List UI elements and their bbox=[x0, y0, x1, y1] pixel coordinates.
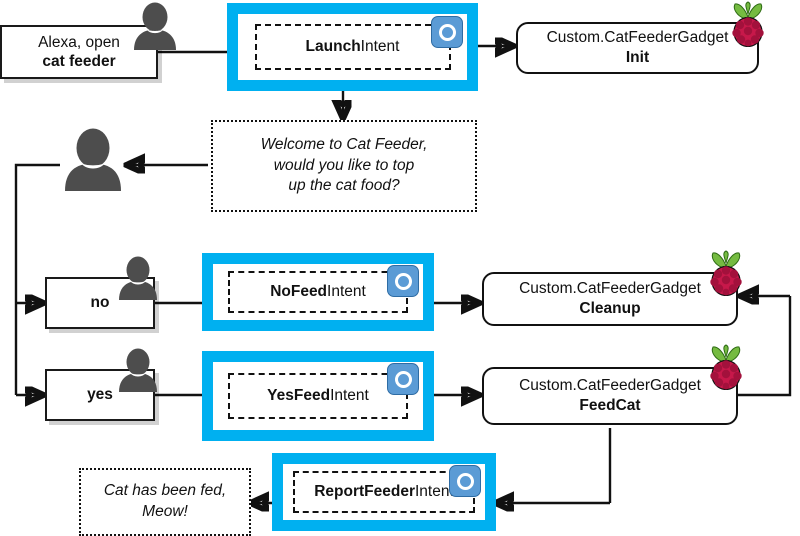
alexa-icon bbox=[449, 465, 481, 497]
reportfeeder-intent-name: ReportFeeder bbox=[314, 483, 415, 500]
response-cat-fed: Cat has been fed, Meow! bbox=[79, 468, 251, 536]
launch-intent-box[interactable]: Launch Intent bbox=[254, 24, 451, 70]
raspberry-pi-icon bbox=[704, 344, 748, 391]
launch-intent-name: Launch bbox=[305, 38, 361, 55]
gadget-feedcat-line2: FeedCat bbox=[579, 397, 641, 414]
response-welcome-line2: would you like to top bbox=[273, 156, 415, 174]
utterance-open-line1: Alexa, open bbox=[38, 33, 120, 51]
utterance-open-cat-feeder: Alexa, open cat feeder bbox=[0, 25, 158, 79]
person-icon-listener bbox=[58, 127, 128, 191]
launch-intent-highlight[interactable]: Launch Intent bbox=[227, 3, 478, 91]
alexa-icon bbox=[387, 363, 419, 395]
person-icon bbox=[129, 2, 181, 50]
response-welcome-line3: up the cat food? bbox=[288, 177, 400, 195]
person-icon-yes bbox=[114, 348, 162, 392]
reportfeeder-intent-highlight[interactable]: ReportFeeder Intent bbox=[272, 453, 496, 531]
alexa-icon bbox=[387, 265, 419, 297]
response-welcome: Welcome to Cat Feeder, would you like to… bbox=[211, 120, 477, 212]
alexa-icon bbox=[431, 16, 463, 48]
nofeed-intent-highlight[interactable]: NoFeed Intent bbox=[202, 253, 434, 331]
raspberry-pi-icon bbox=[726, 1, 770, 48]
yesfeed-intent-name: YesFeed bbox=[267, 387, 331, 404]
nofeed-intent-name: NoFeed bbox=[270, 283, 328, 300]
gadget-init-line1: Custom.CatFeederGadget bbox=[546, 28, 729, 46]
yesfeed-intent-suffix: Intent bbox=[330, 387, 369, 404]
response-fed-line1: Cat has been fed, bbox=[103, 482, 227, 500]
yesfeed-intent-highlight[interactable]: YesFeed Intent bbox=[202, 351, 434, 441]
reportfeeder-intent-box[interactable]: ReportFeeder Intent bbox=[293, 471, 475, 513]
response-fed-line2: Meow! bbox=[142, 503, 188, 520]
nofeed-intent-suffix: Intent bbox=[327, 283, 366, 300]
gadget-feedcat: Custom.CatFeederGadget FeedCat bbox=[482, 367, 738, 425]
response-welcome-line1: Welcome to Cat Feeder, bbox=[260, 135, 428, 153]
gadget-cleanup: Custom.CatFeederGadget Cleanup bbox=[482, 272, 738, 326]
utterance-open-line2: cat feeder bbox=[42, 53, 116, 70]
yesfeed-intent-box[interactable]: YesFeed Intent bbox=[228, 373, 408, 419]
reportfeeder-intent-suffix: Intent bbox=[415, 483, 454, 500]
person-icon-no bbox=[114, 256, 162, 300]
nofeed-intent-box[interactable]: NoFeed Intent bbox=[228, 271, 408, 313]
gadget-feedcat-line1: Custom.CatFeederGadget bbox=[519, 376, 701, 394]
launch-intent-suffix: Intent bbox=[360, 38, 400, 55]
utterance-yes-text: yes bbox=[87, 386, 113, 404]
gadget-cleanup-line1: Custom.CatFeederGadget bbox=[519, 279, 701, 297]
gadget-init: Custom.CatFeederGadget Init bbox=[516, 22, 759, 74]
raspberry-pi-icon bbox=[704, 250, 748, 297]
utterance-no-text: no bbox=[90, 294, 110, 312]
gadget-cleanup-line2: Cleanup bbox=[579, 300, 641, 317]
gadget-init-line2: Init bbox=[625, 49, 650, 66]
